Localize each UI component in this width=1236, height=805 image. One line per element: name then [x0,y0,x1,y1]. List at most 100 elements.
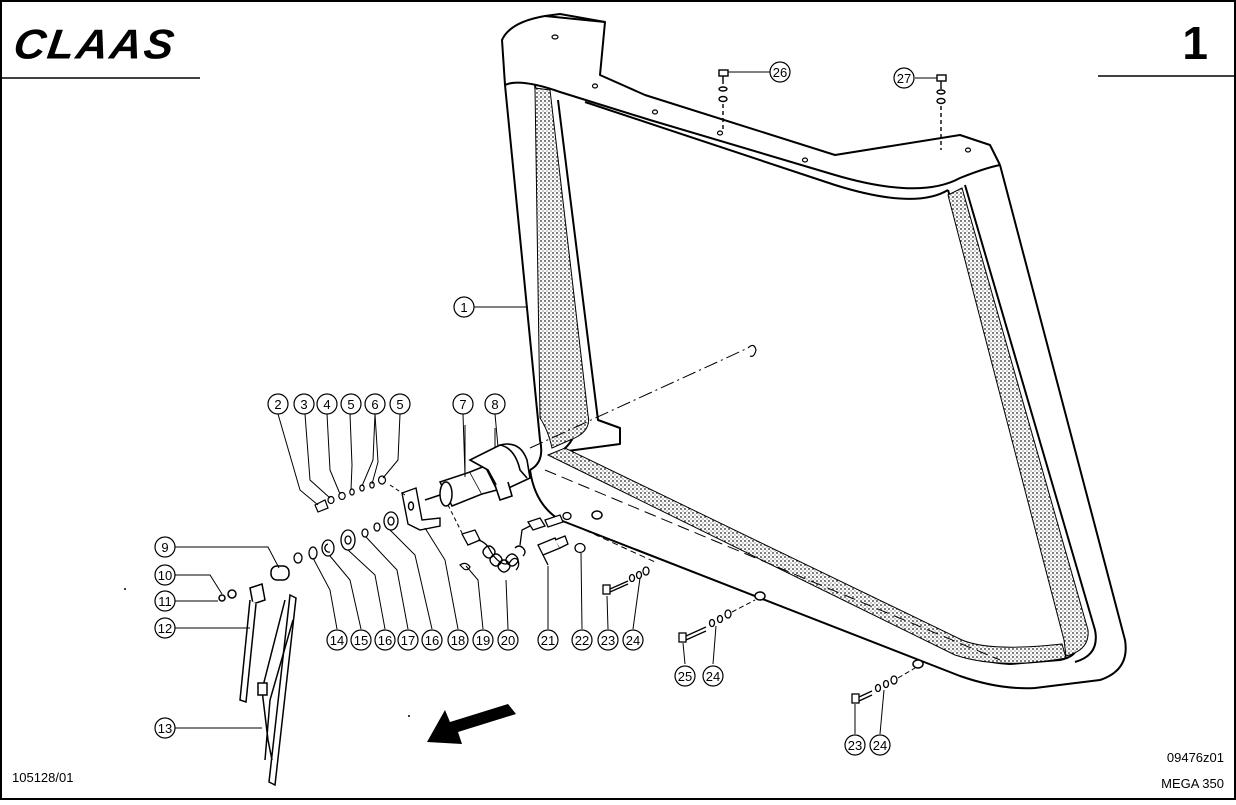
page-number: 1 [1182,17,1208,69]
bolt-set-middle [678,599,756,643]
svg-text:13: 13 [158,721,172,736]
svg-text:26: 26 [773,65,787,80]
frame-right-inner-2 [964,184,1097,663]
callout-16: 16 [374,629,396,651]
callout-15: 15 [350,629,372,651]
svg-text:18: 18 [451,633,465,648]
scan-dot [124,588,126,590]
svg-text:1: 1 [460,300,467,315]
svg-text:27: 27 [897,71,911,86]
bolt-set-upper [602,566,650,595]
spindle-parts [293,511,399,564]
wiper-blade [257,593,297,787]
svg-text:24: 24 [706,669,720,684]
callout-2: 2 [267,393,289,415]
svg-text:3: 3 [300,397,307,412]
svg-text:6: 6 [371,397,378,412]
callout-7: 7 [452,393,474,415]
frame-mount-points [591,510,924,669]
svg-text:17: 17 [401,633,415,648]
callout-labels: 1 2 3 4 5 6 5 7 8 9 10 11 12 13 14 15 16… [154,61,915,756]
svg-text:10: 10 [158,568,172,583]
callout-12: 12 [154,617,176,639]
svg-text:19: 19 [476,633,490,648]
callout-24c: 24 [869,734,891,756]
callout-24b: 24 [702,665,724,687]
motor-cover [468,428,531,502]
callout-13: 13 [154,717,176,739]
svg-text:24: 24 [626,633,640,648]
callout-3: 3 [293,393,315,415]
callout-19: 19 [472,629,494,651]
arrow-icon [427,704,516,744]
frame-right-outer [529,164,1127,690]
seal-left [534,87,590,449]
svg-text:5: 5 [347,397,354,412]
wiper-motor [424,425,499,507]
callout-25: 25 [674,665,696,687]
document-reference: 105128/01 [12,770,74,785]
callout-5: 5 [340,393,362,415]
assembly-dash-2 [447,504,463,534]
callout-23b: 23 [844,734,866,756]
connector-21 [537,535,569,566]
bolt-26-assembly [718,69,770,130]
svg-text:23: 23 [601,633,615,648]
svg-text:16: 16 [378,633,392,648]
wiper-arm [218,565,290,704]
callout-27: 27 [893,67,915,89]
frame-top-outer [501,15,1001,166]
frame-left-inner-2 [557,99,621,453]
svg-text:14: 14 [330,633,344,648]
brand-logo: CLAAS [10,21,179,68]
bolt-set-lower [851,667,916,704]
callout-26: 26 [769,61,791,83]
svg-text:8: 8 [491,397,498,412]
callout-11: 11 [154,590,176,612]
frame-top-lower [504,81,1001,190]
callout-18: 18 [447,629,469,651]
svg-text:23: 23 [848,738,862,753]
callout-5b: 5 [389,393,411,415]
callout-14: 14 [326,629,348,651]
washer-22 [574,542,586,554]
svg-text:4: 4 [323,397,330,412]
motor-axis-line [529,347,749,449]
coiled-cable [461,511,572,573]
svg-text:7: 7 [459,397,466,412]
svg-text:20: 20 [501,633,515,648]
machine-model: MEGA 350 [1161,776,1224,791]
seal-right [947,187,1089,657]
callout-10: 10 [154,564,176,586]
svg-text:15: 15 [354,633,368,648]
assembly-dash-3 [584,529,656,563]
small-parts-2-6 [314,475,387,513]
assembly-dash-1 [389,484,406,496]
frame-top-inner [584,101,949,200]
svg-text:21: 21 [541,633,555,648]
svg-text:16: 16 [425,633,439,648]
bracket-18 [401,487,441,531]
frame-bottom-centerline [544,469,1001,661]
frame-holes [551,34,972,163]
callout-6: 6 [364,393,386,415]
callout-16b: 16 [421,629,443,651]
callout-17: 17 [397,629,419,651]
svg-text:25: 25 [678,669,692,684]
leader-lines [175,306,885,735]
callout-4: 4 [316,393,338,415]
callout-8: 8 [484,393,506,415]
callout-24: 24 [622,629,644,651]
svg-text:24: 24 [873,738,887,753]
svg-text:2: 2 [274,397,281,412]
drawing-number: 09476z01 [1166,750,1224,765]
callout-21: 21 [537,629,559,651]
svg-text:5: 5 [396,397,403,412]
window-frame [501,13,1127,690]
svg-text:11: 11 [158,594,172,609]
callout-1: 1 [453,296,475,318]
svg-text:12: 12 [158,621,172,636]
seal-bottom [546,447,1067,664]
